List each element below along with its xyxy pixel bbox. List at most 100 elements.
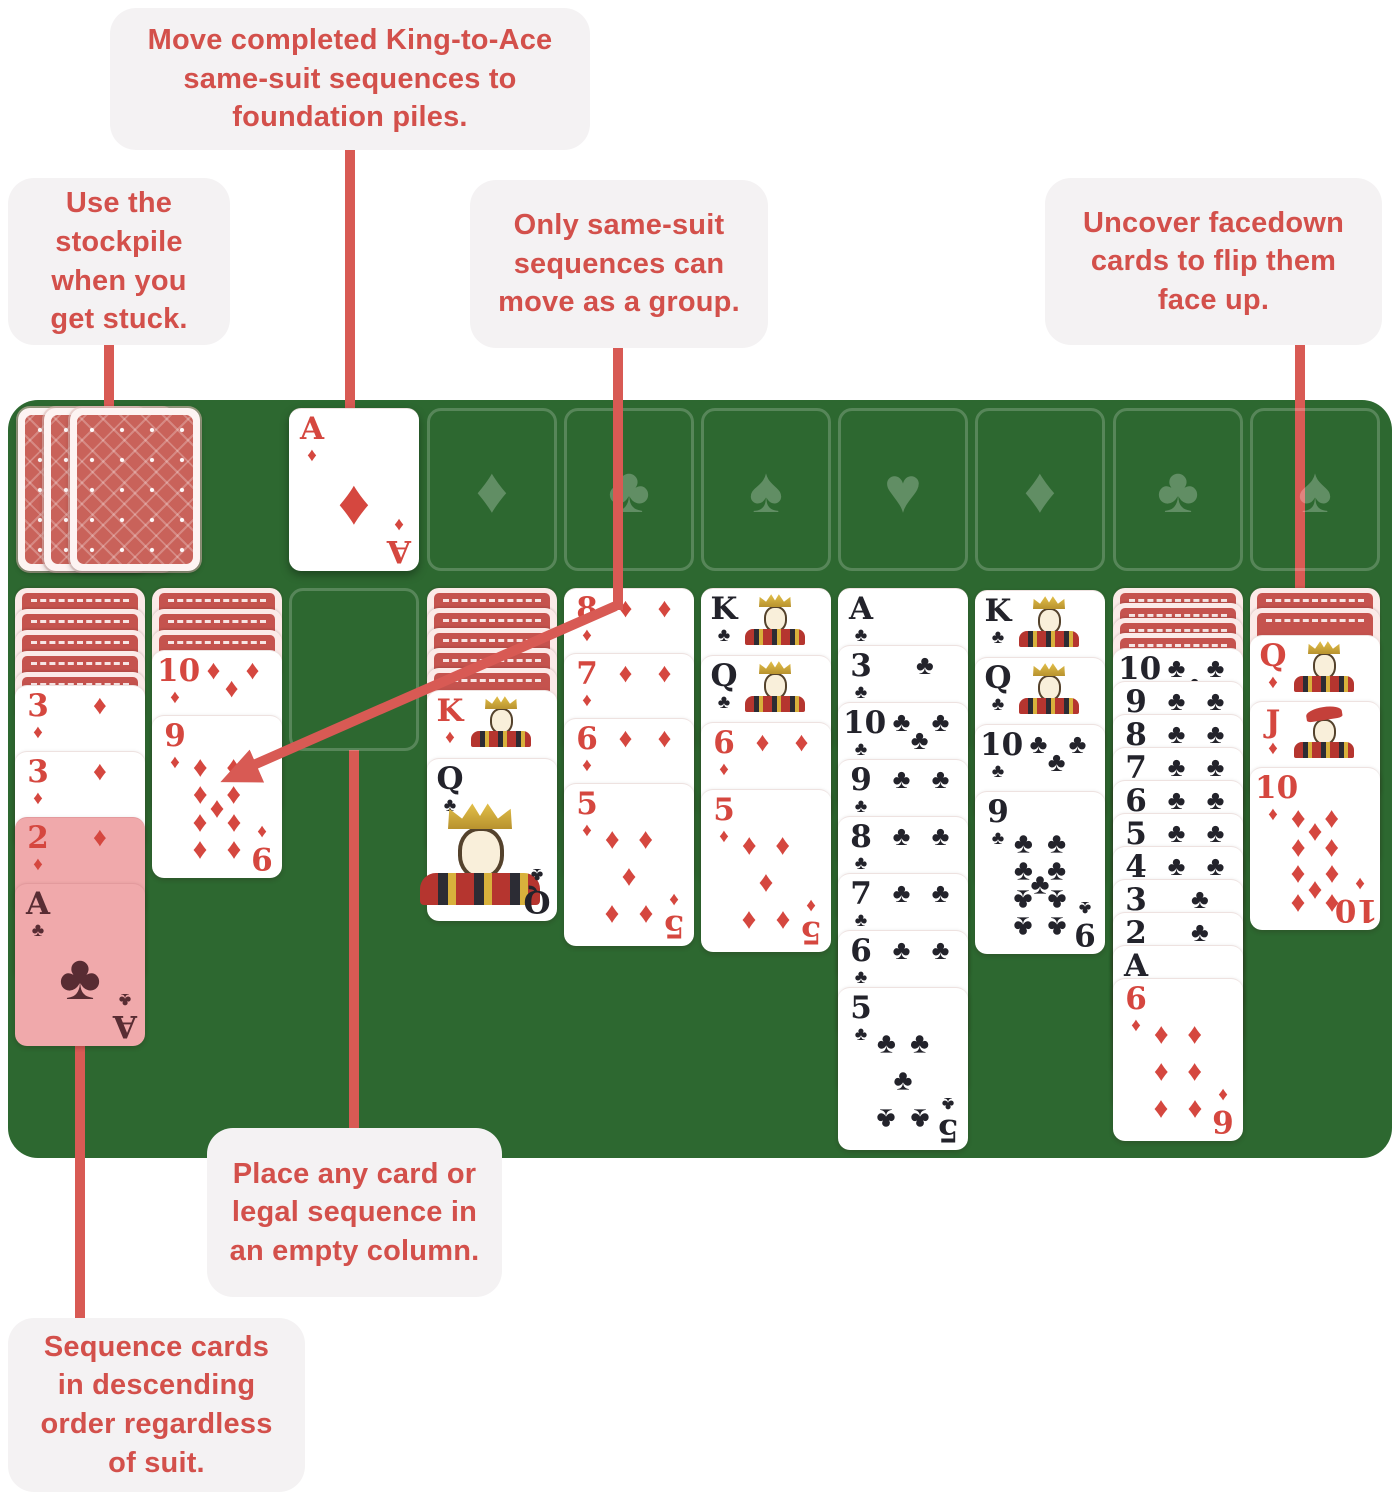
card-rank: A (299, 411, 325, 447)
diamond-icon: ♦ (257, 821, 267, 842)
diamond-icon: ♦ (1290, 831, 1306, 864)
diamond-icon: ♦ (1187, 1018, 1203, 1051)
callout-move-completed: Move completed King-to-Ace same-suit seq… (110, 8, 590, 150)
diamond-icon: ♦ (719, 759, 729, 780)
foundation-slot-heart[interactable]: ♥ (838, 408, 968, 571)
card-rank: 3 (27, 754, 49, 790)
portrait-q (745, 661, 805, 712)
card-rank: 5 (1125, 816, 1147, 852)
card-corner-tl: J♦ (1255, 707, 1291, 759)
beret-icon (1305, 704, 1343, 723)
diamond-icon: ♦ (1324, 858, 1340, 891)
card-rank: 6 (713, 725, 735, 761)
diamond-icon: ♦ (192, 807, 208, 840)
foundation-slot-spade[interactable]: ♠ (1250, 408, 1380, 571)
robe-icon (1019, 631, 1079, 647)
card-rank: K (710, 591, 738, 627)
card-corner-tl: 10♣ (980, 727, 1024, 782)
card-rank: 8 (850, 819, 872, 855)
card-rank: 9 (164, 718, 186, 754)
diamond-icon: ♦ (93, 756, 107, 786)
stock-facedown-card[interactable] (70, 408, 200, 571)
club-icon: ♣ (876, 1027, 896, 1060)
diamond-icon: ♦ (394, 514, 404, 535)
diamond-icon: ♦ (1187, 1093, 1203, 1126)
connector-line-facedown (1295, 335, 1305, 597)
club-icon: ♣ (854, 910, 868, 931)
club-icon: ♣ (1013, 854, 1033, 887)
club-icon: ♣ (1047, 910, 1067, 943)
card-rank: 7 (1125, 750, 1147, 786)
club-icon: ♣ (854, 739, 868, 760)
card-10-diamond[interactable]: 10♦♦♦♦♦♦♦♦♦♦♦10♦ (1250, 767, 1380, 930)
card-corner-tl: 3♦ (20, 754, 56, 809)
diamond-icon: ♦ (1268, 672, 1278, 693)
diamond-icon: ♦ (1290, 802, 1306, 835)
card-corner-tl: 3♣ (843, 651, 879, 703)
club-icon: ♣ (892, 707, 911, 737)
card-corner-br: 10♦ (1334, 873, 1378, 928)
club-icon: ♣ (931, 878, 950, 908)
card-a-club[interactable]: A♣♣A♣ (15, 883, 145, 1046)
diamond-icon: ♦ (192, 834, 208, 867)
club-icon: ♣ (931, 821, 950, 851)
empty-tableau-slot[interactable] (289, 588, 419, 751)
callout-uncover-facedown: Uncover facedown cards to flip them face… (1045, 178, 1382, 345)
card-corner-tl: 10♣ (843, 708, 886, 760)
card-rank: 9 (251, 840, 273, 876)
card-rank: 10 (1255, 770, 1299, 806)
card-corner-tl: A♣ (843, 594, 879, 646)
card-rank: 10 (1334, 892, 1378, 928)
foundation-slot-diamond[interactable]: ♦ (427, 408, 557, 571)
crown-icon (1308, 641, 1340, 654)
connector-line-foundation (345, 138, 355, 428)
crown-icon (759, 594, 791, 607)
club-icon: ♣ (916, 650, 934, 680)
club-icon: ♣ (910, 725, 929, 755)
club-icon: ♣ (1206, 686, 1225, 716)
diamond-icon: ♦ (93, 690, 107, 720)
club-icon: ♣ (1029, 729, 1048, 759)
diamond-icon: ♦ (93, 822, 107, 852)
portrait-j (1294, 704, 1354, 758)
card-9-club[interactable]: 9♣♣♣♣♣♣♣♣♣♣9♣ (975, 791, 1105, 954)
club-icon: ♣ (991, 627, 1005, 648)
heart-icon: ♥ (884, 453, 922, 526)
foundation-slot-diamond[interactable]: ♦ (975, 408, 1105, 571)
card-corner-br: A♣ (107, 989, 143, 1044)
diamond-icon: ♦ (755, 727, 770, 757)
card-corner-tl: 10♦ (157, 656, 200, 708)
club-icon: ♣ (1167, 719, 1186, 749)
card-rank: A (25, 886, 51, 922)
diamond-icon: ♦ (1268, 804, 1278, 825)
diamond-icon: ♦ (582, 820, 592, 841)
card-rank: 10 (980, 727, 1024, 763)
card-q-club[interactable]: Q♣Q♣ (420, 758, 557, 921)
connector-line-empty-column (349, 750, 359, 1138)
card-5-diamond[interactable]: 5♦♦♦♦♦♦5♦ (701, 789, 831, 952)
club-icon: ♣ (1167, 818, 1186, 848)
foundation-slot-club[interactable]: ♣ (1113, 408, 1243, 571)
card-5-diamond[interactable]: 5♦♦♦♦♦♦5♦ (564, 783, 694, 946)
club-icon: ♣ (1030, 868, 1050, 901)
foundation-slot-spade[interactable]: ♠ (701, 408, 831, 571)
card-corner-tl: 7♦ (569, 659, 605, 711)
portrait-q (1294, 641, 1354, 692)
club-icon: ♣ (1206, 851, 1225, 881)
diamond-icon: ♦ (638, 898, 654, 931)
robe-icon (745, 696, 805, 712)
club-icon: ♣ (59, 941, 101, 1013)
diamond-icon: ♦ (1307, 874, 1323, 907)
foundation-slot-club[interactable]: ♣ (564, 408, 694, 571)
club-icon: ♣ (854, 967, 868, 988)
robe-icon (1019, 698, 1079, 714)
card-6-diamond[interactable]: 6♦♦♦♦♦♦♦6♦ (1113, 978, 1243, 1141)
diamond-icon: ♦ (621, 860, 637, 893)
card-9-diamond[interactable]: 9♦♦♦♦♦♦♦♦♦♦9♦ (152, 715, 282, 878)
card-corner-tl: 5♦ (706, 795, 742, 847)
card-5-club[interactable]: 5♣♣♣♣♣♣5♣ (838, 987, 968, 1150)
card-rank: 6 (1125, 783, 1147, 819)
crown-icon (448, 803, 512, 829)
club-icon: ♣ (876, 1102, 896, 1135)
foundation-card-a-diamond[interactable]: A♦♦A♦ (289, 408, 419, 571)
